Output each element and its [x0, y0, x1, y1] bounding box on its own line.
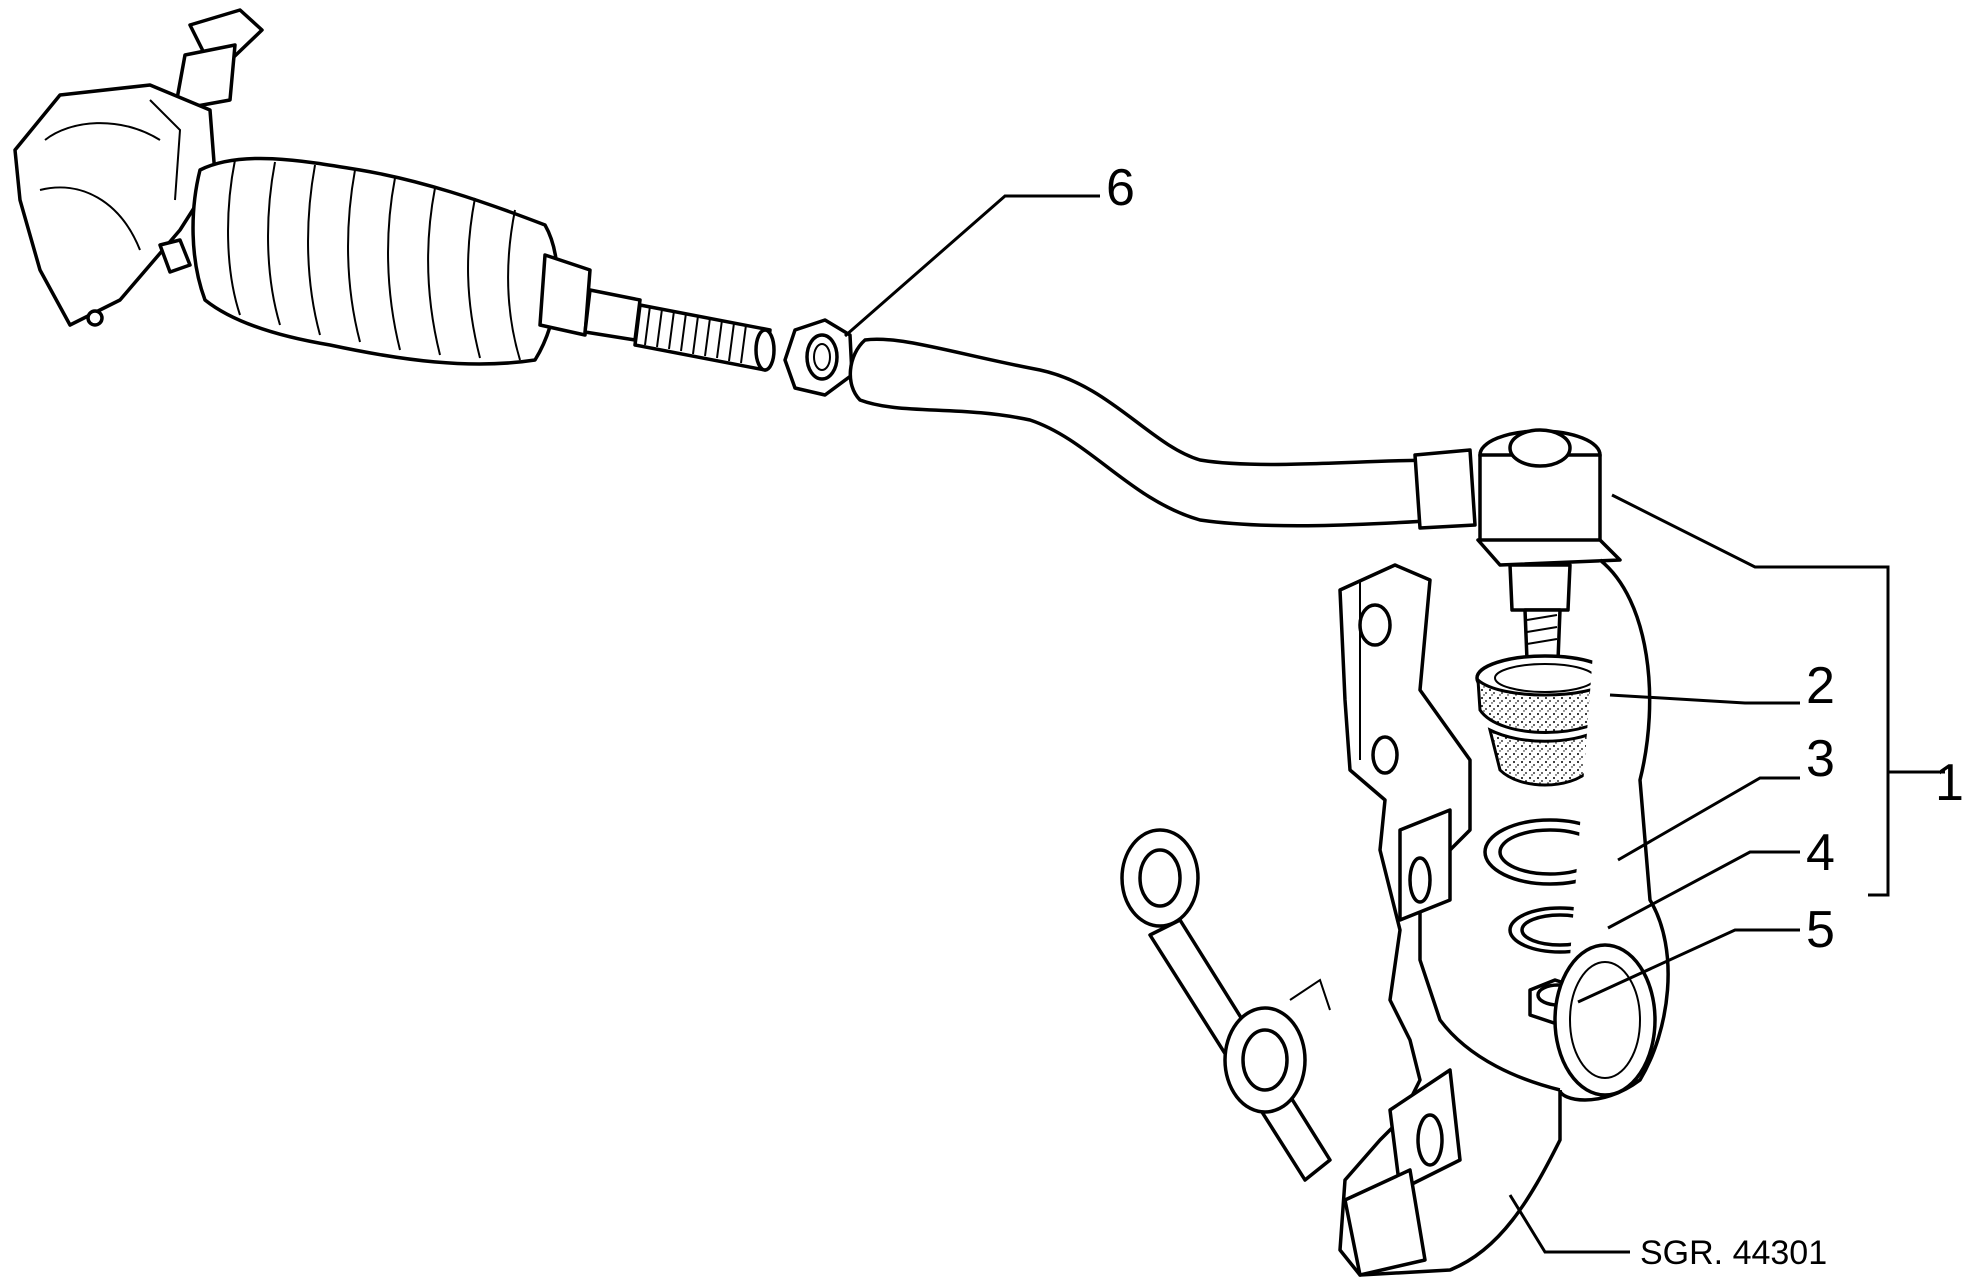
callout-3: 3 — [1806, 730, 1835, 788]
outer-tie-rod — [848, 337, 1477, 530]
brake-bracket-arm — [1120, 828, 1332, 1182]
callout-1: 1 — [1935, 754, 1964, 812]
lock-nut — [783, 318, 854, 397]
rack-bellows-boot — [191, 156, 560, 366]
callout-2: 2 — [1806, 657, 1835, 715]
tie-rod-end-ball-joint — [1476, 428, 1622, 662]
leader-lines — [844, 194, 1945, 1254]
callout-5: 5 — [1806, 901, 1835, 959]
diagram-reference: SGR. 44301 — [1640, 1234, 1827, 1272]
threaded-tie-rod-shaft — [538, 253, 776, 372]
callout-6: 6 — [1106, 159, 1135, 217]
steering-knuckle — [1338, 558, 1670, 1277]
steering-rack-housing — [13, 8, 264, 327]
callout-4: 4 — [1806, 824, 1835, 882]
